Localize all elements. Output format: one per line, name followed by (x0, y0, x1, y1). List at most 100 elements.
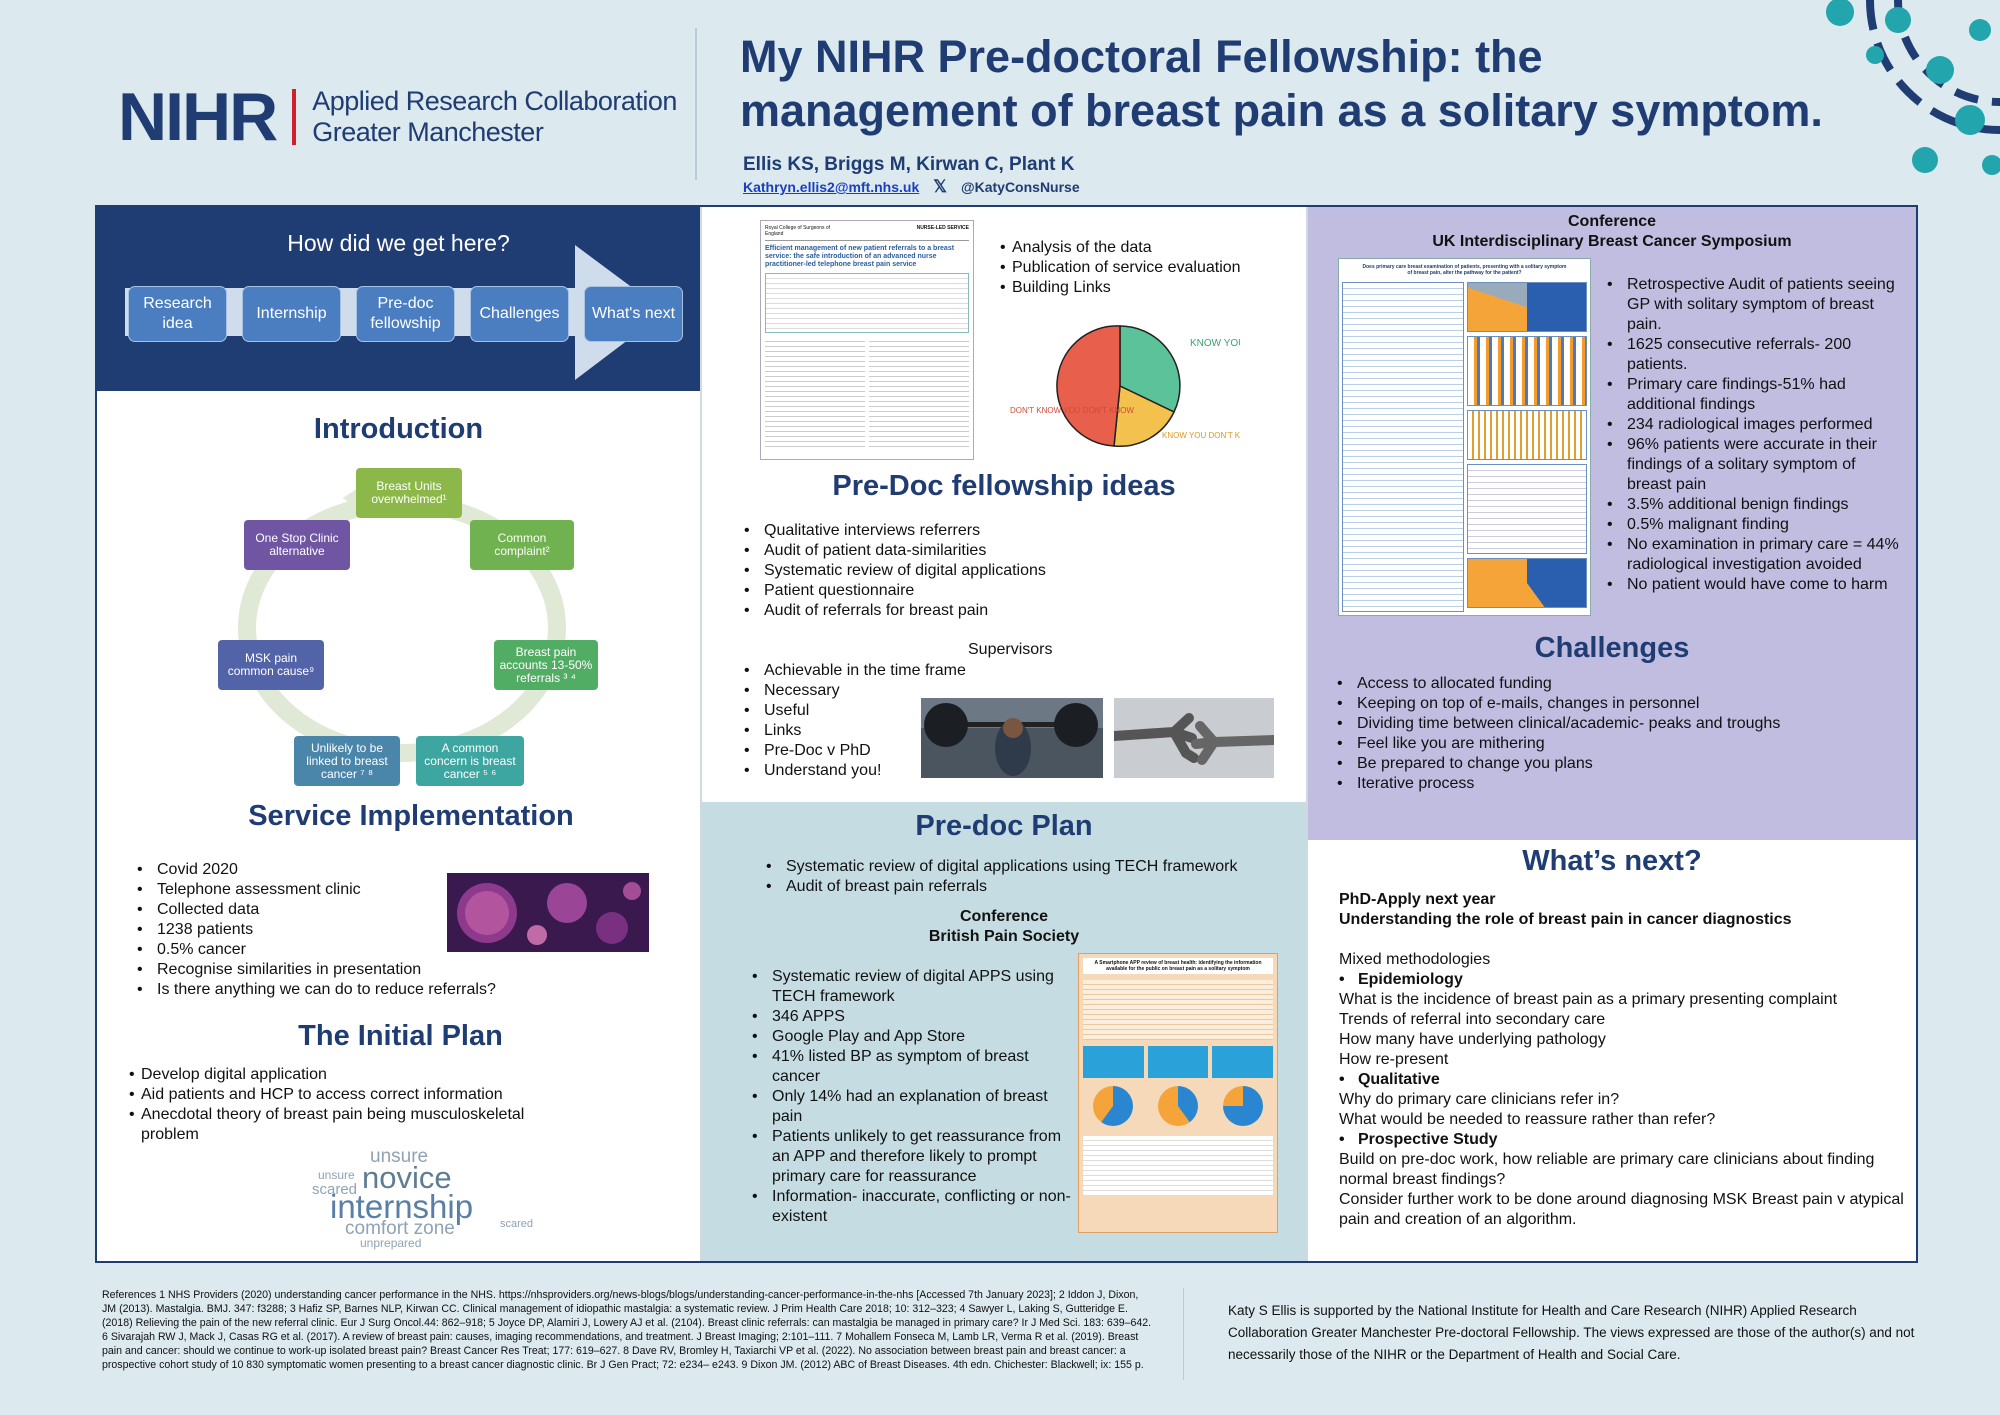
symposium-label: Conference (1567, 213, 1657, 230)
list-item: Pre-Doc v PhD (740, 741, 1040, 761)
plan-conference-name: British Pain Society (928, 928, 1080, 945)
list-item: 3.5% additional benign findings (1603, 495, 1903, 515)
column-divider-2 (1306, 207, 1308, 1261)
cycle-unlikely-linked: Unlikely to be linked to breast cancer ⁷… (294, 736, 400, 786)
cloud-word: scared (312, 1181, 358, 1198)
list-item: No patient would have come to harm (1603, 575, 1903, 595)
list-item: 0.5% cancer (133, 940, 573, 960)
symposium-conference: Conference UK Interdisciplinary Breast C… (1308, 212, 1916, 252)
next-epi: • Epidemiology (1339, 971, 1463, 988)
list-item: Is there anything we can do to reduce re… (133, 980, 573, 1000)
next-epi-label: Epidemiology (1357, 971, 1463, 988)
plan-heading: Pre-doc Plan (915, 810, 1093, 842)
list-item: Necessary (740, 681, 1040, 701)
symposium-poster-title: Does primary care breast examination of … (1362, 264, 1567, 276)
pie-label-dont: DON'T KNOW YOU DON'T KNOW (1010, 406, 1134, 415)
column-divider-1 (700, 207, 702, 1261)
list-item: Links (740, 721, 1040, 741)
next-qual: • Qualitative (1339, 1071, 1440, 1088)
list-item: Primary care findings-51% had additional… (1603, 375, 1903, 415)
challenges-list: Access to allocated funding Keeping on t… (1333, 674, 1893, 794)
cloud-word: unprepared (360, 1236, 422, 1250)
references: References 1 NHS Providers (2020) unders… (102, 1289, 1152, 1371)
next-prosp: • Prospective Study (1339, 1131, 1498, 1148)
list-item: No examination in primary care = 44% rad… (1603, 535, 1903, 575)
cycle-referrals: Breast pain accounts 13-50% referrals ³ … (494, 640, 598, 690)
timeline-step-challenges: Challenges (470, 286, 569, 342)
supervisors-list: Achievable in the time frame Necessary U… (740, 661, 1040, 781)
paper-thumbnail: Royal College of Surgeons of England NUR… (760, 220, 974, 460)
app-poster-title: A Smartphone APP review of breast health… (1083, 958, 1273, 974)
list-item: 234 radiological images performed (1603, 415, 1903, 435)
decorative-dots (1826, 0, 2000, 175)
list-item: Useful (740, 701, 1040, 721)
list-item: Audit of referrals for breast pain (740, 601, 1260, 621)
service-list: Covid 2020 Telephone assessment clinic C… (133, 860, 573, 1000)
list-item: Retrospective Audit of patients seeing G… (1603, 275, 1903, 335)
next-prosp-label: Prospective Study (1357, 1131, 1498, 1148)
next-prosp-line: Build on pre-doc work, how reliable are … (1339, 1151, 1875, 1188)
cycle-breast-units: Breast Units overwhelmed¹ (356, 468, 462, 518)
supervisors-heading: Supervisors (968, 641, 1053, 658)
list-item: Recognise similarities in presentation (133, 960, 573, 980)
timeline-step-research-idea: Research idea (128, 286, 227, 342)
acknowledgement: Katy S Ellis is supported by the Nationa… (1228, 1303, 1915, 1362)
list-item: Collected data (133, 900, 573, 920)
frayed-rope-image (1114, 698, 1274, 778)
list-item: Achievable in the time frame (740, 661, 1040, 681)
list-item: 0.5% malignant finding (1603, 515, 1903, 535)
next-epi-line: Trends of referral into secondary care (1339, 1011, 1606, 1028)
list-item: Telephone assessment clinic (133, 880, 573, 900)
list-item: Understand you! (740, 761, 1040, 781)
email-link[interactable]: Kathryn.ellis2@mft.nhs.uk (743, 179, 920, 195)
list-item: Systematic review of digital application… (740, 561, 1260, 581)
contact-line: Kathryn.ellis2@mft.nhs.uk 𝕏 @KatyConsNur… (743, 177, 1080, 197)
plan-conference-list: Systematic review of digital APPS using … (748, 967, 1078, 1227)
symposium-list: Retrospective Audit of patients seeing G… (1603, 275, 1903, 595)
logo-line-2: Greater Manchester (312, 117, 544, 147)
paper-journal: Royal College of Surgeons of England (765, 225, 831, 237)
cloud-word: unsure (318, 1168, 355, 1182)
next-qual-label: Qualitative (1357, 1071, 1440, 1088)
list-item: Aid patients and HCP to access correct i… (125, 1085, 565, 1105)
list-item: Google Play and App Store (748, 1027, 1078, 1047)
paper-service: NURSE-LED SERVICE (916, 225, 969, 231)
next-prosp-line: Consider further work to be done around … (1339, 1191, 1904, 1228)
whats-next-body: PhD-Apply next year Understanding the ro… (1339, 890, 1909, 1230)
list-item: Dividing time between clinical/academic-… (1333, 714, 1893, 734)
ideas-list: Qualitative interviews referrers Audit o… (740, 521, 1260, 621)
plan-conference: Conference British Pain Society (702, 907, 1306, 947)
challenges-heading: Challenges (1534, 632, 1690, 664)
list-item: Only 14% had an explanation of breast pa… (748, 1087, 1078, 1127)
twitter-handle[interactable]: @KatyConsNurse (960, 179, 1080, 195)
list-item: 1625 consecutive referrals- 200 patients… (1603, 335, 1903, 375)
cloud-word: novice (362, 1160, 452, 1195)
next-epi-line: How re-present (1339, 1051, 1449, 1068)
list-item: Anecdotal theory of breast pain being mu… (125, 1105, 565, 1145)
poster-title: My NIHR Pre-doctoral Fellowship: the man… (740, 31, 1823, 136)
header-divider (695, 28, 697, 180)
footer-divider (1183, 1288, 1184, 1380)
introduction-heading: Introduction (313, 413, 484, 445)
list-item: Iterative process (1333, 774, 1893, 794)
timeline-step-whats-next: What's next (584, 286, 683, 342)
plan-list: Systematic review of digital application… (762, 857, 1292, 897)
next-qual-line: Why do primary care clinicians refer in? (1339, 1091, 1620, 1108)
list-item: Audit of breast pain referrals (762, 877, 1292, 897)
cloud-word: unsure (370, 1146, 429, 1167)
word-cloud: unsure unsure novice scared internship c… (300, 1146, 560, 1250)
next-line-role: Understanding the role of breast pain in… (1339, 911, 1792, 928)
paper-title: Efficient management of new patient refe… (765, 245, 955, 268)
logo-separator (292, 89, 297, 145)
service-heading: Service Implementation (248, 800, 574, 832)
analysis-list: Analysis of the data Publication of serv… (996, 238, 1296, 298)
list-item: Audit of patient data-similarities (740, 541, 1260, 561)
next-qual-line: What would be needed to reassure rather … (1339, 1111, 1716, 1128)
next-line-phd: PhD-Apply next year (1339, 891, 1496, 908)
app-review-poster: A Smartphone APP review of breast health… (1078, 953, 1278, 1233)
pie-label-know: KNOW YOU KNOW (1190, 338, 1240, 349)
virus-image (447, 873, 649, 952)
list-item: Covid 2020 (133, 860, 573, 880)
cycle-msk-pain: MSK pain common cause⁹ (218, 640, 324, 690)
